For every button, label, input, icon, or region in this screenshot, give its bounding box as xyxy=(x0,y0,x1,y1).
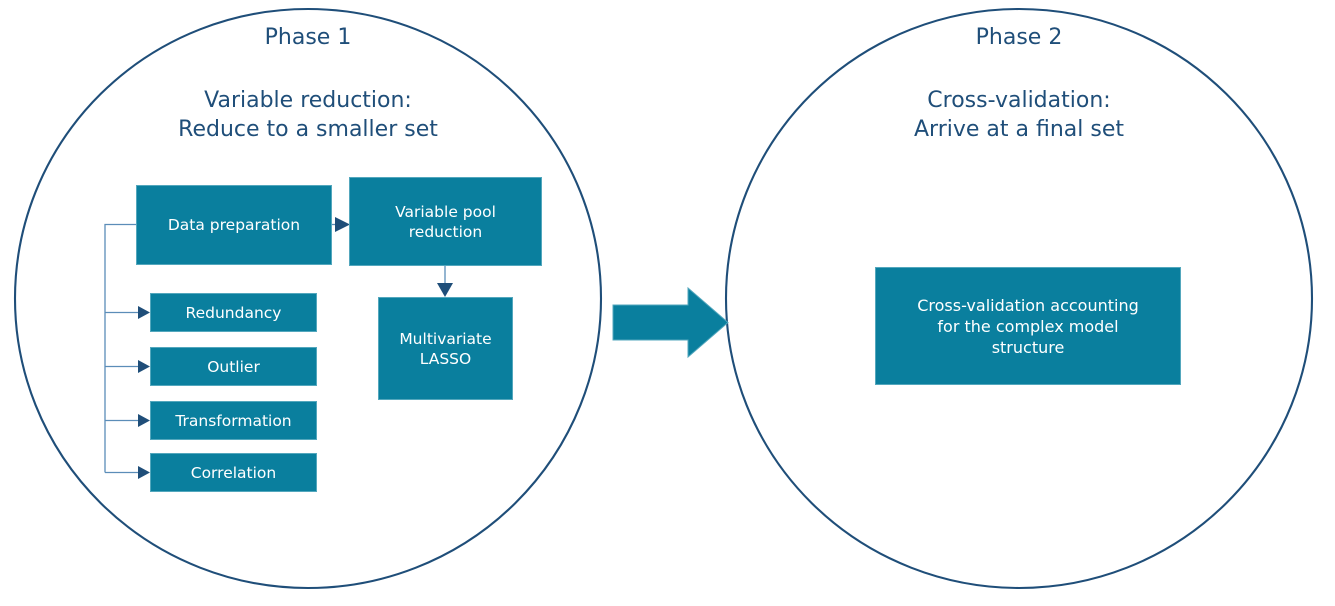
varpool-to-lasso-connector xyxy=(437,266,453,297)
phase-2-circle xyxy=(724,7,1314,590)
box-transformation-label: Transformation xyxy=(175,411,292,430)
dataprep-to-varpool-connector xyxy=(332,217,350,232)
phase-transition-arrow xyxy=(612,286,729,359)
arrowhead-outlier xyxy=(138,360,150,373)
box-multivariate-lasso[interactable]: Multivariate LASSO xyxy=(378,297,513,400)
phase-1-subtitle-line-2: Reduce to a smaller set xyxy=(178,117,438,142)
box-redundancy-label: Redundancy xyxy=(185,303,282,322)
box-outlier-label: Outlier xyxy=(207,357,260,376)
arrowhead-transformation xyxy=(138,414,150,427)
phase-2-subtitle-line-2: Arrive at a final set xyxy=(914,117,1124,142)
phase-2-title: Phase 2 xyxy=(975,25,1063,50)
box-correlation[interactable]: Correlation xyxy=(150,453,317,492)
phase-2-subtitle: Cross-validation: Arrive at a final set xyxy=(819,86,1219,144)
box-multivariate-lasso-label: Multivariate LASSO xyxy=(399,329,492,368)
box-variable-pool-reduction[interactable]: Variable pool reduction xyxy=(349,177,542,266)
arrowhead-redundancy xyxy=(138,306,150,319)
box-data-preparation[interactable]: Data preparation xyxy=(136,185,332,265)
box-correlation-label: Correlation xyxy=(190,463,277,482)
box-cross-validation[interactable]: Cross-validation accounting for the comp… xyxy=(875,267,1181,385)
branch-connector-group xyxy=(104,223,150,479)
box-redundancy[interactable]: Redundancy xyxy=(150,293,317,332)
phase-1-title: Phase 1 xyxy=(264,25,352,50)
phase-1-subtitle-line-1: Variable reduction: xyxy=(204,88,412,113)
box-outlier[interactable]: Outlier xyxy=(150,347,317,386)
arrowhead-correlation xyxy=(138,466,150,479)
box-transformation[interactable]: Transformation xyxy=(150,401,317,440)
box-cross-validation-label: Cross-validation accounting for the comp… xyxy=(917,295,1139,357)
box-data-preparation-label: Data preparation xyxy=(167,216,301,234)
phase-1-subtitle: Variable reduction: Reduce to a smaller … xyxy=(108,86,508,144)
phase-2-subtitle-line-1: Cross-validation: xyxy=(927,88,1111,113)
phase-1-circle xyxy=(13,7,603,590)
box-variable-pool-reduction-label: Variable pool reduction xyxy=(395,202,496,241)
